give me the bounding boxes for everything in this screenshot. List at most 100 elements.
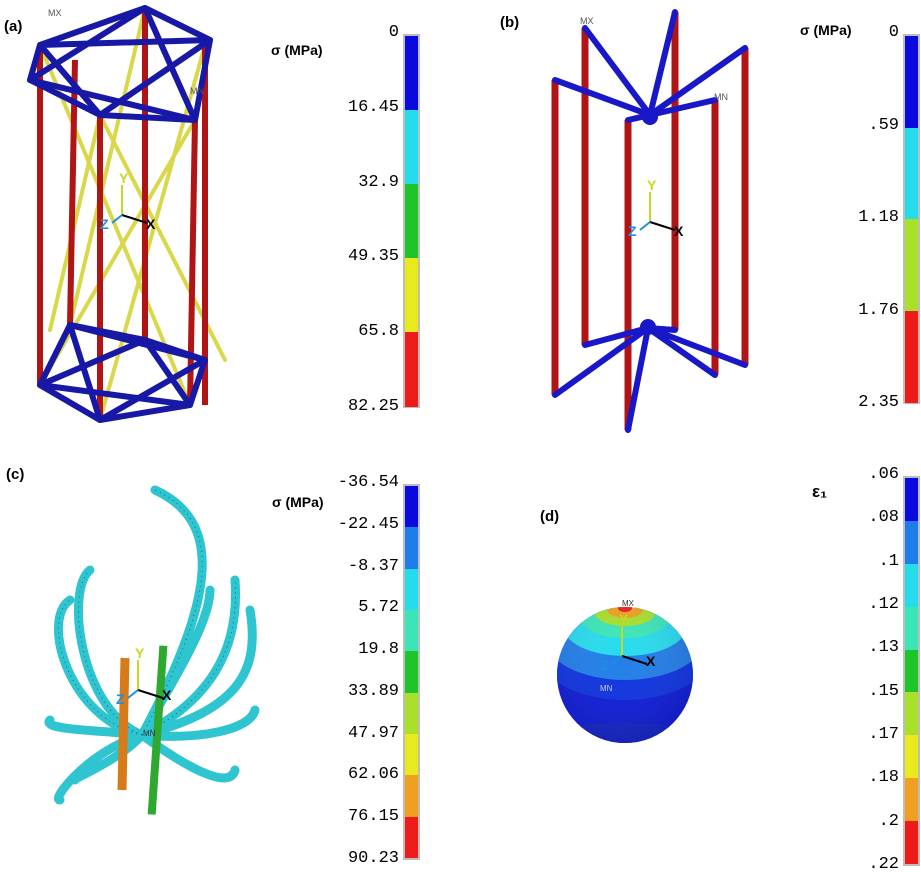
panel-b-top-hub [642, 109, 658, 125]
legend-c-tick-label: 33.89 [347, 681, 399, 701]
legend-a-tick-label: 65.8 [358, 322, 399, 342]
legend-c-tick-label: 76.15 [347, 807, 399, 827]
legend-d-tick-label: .06 [868, 465, 899, 484]
legend-d-color-segment [905, 520, 918, 565]
legend-a-color-segment [405, 332, 418, 407]
legend-d-color-segment [905, 478, 918, 522]
legend-a-color-segment [405, 36, 418, 111]
legend-d-tick-label: .1 [878, 551, 899, 571]
legend-d-tick-label: .13 [868, 638, 899, 658]
panel-a-max-marker: MX [48, 8, 62, 18]
svg-text:X: X [146, 216, 156, 232]
legend-d-tick-label: .22 [868, 855, 899, 874]
panel-b-top-hub-cables [552, 9, 748, 123]
panel-b-bottom-hub [640, 319, 656, 335]
panel-a-axis-triad: Y X Z [100, 170, 156, 232]
legend-c-tick-label: 5.72 [358, 598, 399, 618]
svg-text:Z: Z [116, 691, 125, 707]
panel-d-sphere-strain-contour: MX MN Y X Z [557, 599, 693, 743]
svg-text:Y: Y [619, 611, 629, 627]
legend-a-tick-label: 16.45 [347, 97, 399, 117]
panel-label-d: (d) [540, 508, 560, 525]
svg-text:X: X [674, 223, 684, 239]
legend-b-tick-label: 1.76 [858, 300, 899, 320]
legend-b-color-segment [905, 310, 918, 403]
panel-label-b: (b) [500, 14, 520, 31]
panel-label-a: (a) [4, 18, 23, 35]
panel-d-min-marker: MN [600, 684, 613, 693]
legend-d-tick-label: .18 [868, 768, 899, 788]
legend-b-tick-label: 0 [888, 23, 899, 42]
legend-c-tick-label: 19.8 [358, 640, 399, 660]
legend-c-color-segment [405, 692, 418, 735]
legend-a-tick-label: 49.35 [347, 247, 399, 267]
panel-b-max-marker: MX [580, 16, 594, 26]
legend-c-color-segment [405, 486, 418, 528]
legend-b-color-segment [905, 36, 918, 128]
legend-d-tick-label: .15 [868, 681, 899, 701]
legend-a-color-segment [405, 258, 418, 333]
panel-b-red-struts [551, 12, 749, 430]
legend-d-tick-label: .12 [868, 595, 899, 614]
svg-text:Y: Y [119, 170, 129, 186]
legend-c-tick-label: 90.23 [347, 849, 399, 868]
legend-d-tick-label: .2 [878, 811, 899, 831]
legend-b-colorbar [903, 34, 920, 404]
legend-b-color-segment [905, 219, 918, 311]
legend-c-color-segment [405, 775, 418, 818]
legend-c-color-segment [405, 816, 418, 859]
panel-c-axis-triad: Y X Z [116, 645, 172, 707]
svg-text:X: X [162, 687, 172, 703]
legend-c-tick-label: -36.54 [337, 473, 399, 492]
legend-c-color-segment [405, 527, 418, 570]
legend-c-color-segment [405, 734, 418, 776]
legend-c-tick-label: -8.37 [347, 556, 399, 576]
legend-b-color-segment [905, 127, 918, 220]
panel-b-axis-triad: Y X Z [628, 177, 684, 239]
panel-d-axis-triad: Y X Z [600, 611, 656, 673]
svg-text:Z: Z [100, 216, 109, 232]
legend-c-color-segment [405, 610, 418, 652]
legend-d-colorbar [903, 476, 920, 866]
legend-c-colorbar [403, 484, 420, 860]
legend-c-color-segment [405, 568, 418, 611]
svg-text:Z: Z [628, 223, 637, 239]
legend-a-color-segment [405, 110, 418, 185]
legend-d-title: ε₁ [812, 482, 828, 501]
panel-a-tensegrity-hexagonal-model: MX MN Y X Z [27, 5, 227, 423]
panel-c-deformed-model: MN Y X Z [44, 485, 260, 815]
panel-d-max-marker: MX [622, 599, 635, 608]
legend-c-tick-label: 62.06 [347, 765, 399, 785]
legend-b-title: σ (MPa) [800, 22, 852, 38]
panel-c-orange-strut [117, 657, 130, 791]
legend-a-tick-label: 32.9 [358, 172, 399, 192]
legend-a-title: σ (MPa) [271, 42, 323, 58]
legend-d-color-segment [905, 606, 918, 651]
legend-c-tick-label: 47.97 [347, 723, 399, 743]
svg-text:Z: Z [600, 657, 609, 673]
legend-d-color-segment [905, 821, 918, 865]
legend-d-color-segment [905, 692, 918, 736]
legend-c-title: σ (MPa) [272, 494, 324, 510]
panel-a-bottom-ring [37, 322, 208, 423]
legend-d-color-segment [905, 649, 918, 693]
legend-c-color-segment [405, 651, 418, 694]
legend-a-tick-label: 0 [388, 23, 399, 42]
legend-d-tick-label: .08 [868, 508, 899, 528]
legend-d-color-segment [905, 735, 918, 779]
legend-d-color-segment [905, 778, 918, 822]
svg-text:Y: Y [647, 177, 657, 193]
svg-text:Y: Y [135, 645, 145, 661]
panel-b-tensegrity-spoke-model: MX MN Y X Z [551, 9, 749, 433]
legend-b-tick-label: 1.18 [858, 208, 899, 227]
legend-a-color-segment [405, 184, 418, 259]
legend-d-color-segment [905, 563, 918, 608]
panel-a-top-ring [27, 5, 213, 123]
legend-a-colorbar [403, 34, 420, 408]
panel-a-min-marker: MN [190, 86, 204, 96]
legend-c-tick-label: -22.45 [337, 514, 399, 534]
svg-text:X: X [646, 653, 656, 669]
legend-b-tick-label: 2.35 [858, 393, 899, 412]
panel-b-min-marker: MN [714, 92, 728, 102]
panel-c-min-marker: MN [143, 729, 156, 738]
